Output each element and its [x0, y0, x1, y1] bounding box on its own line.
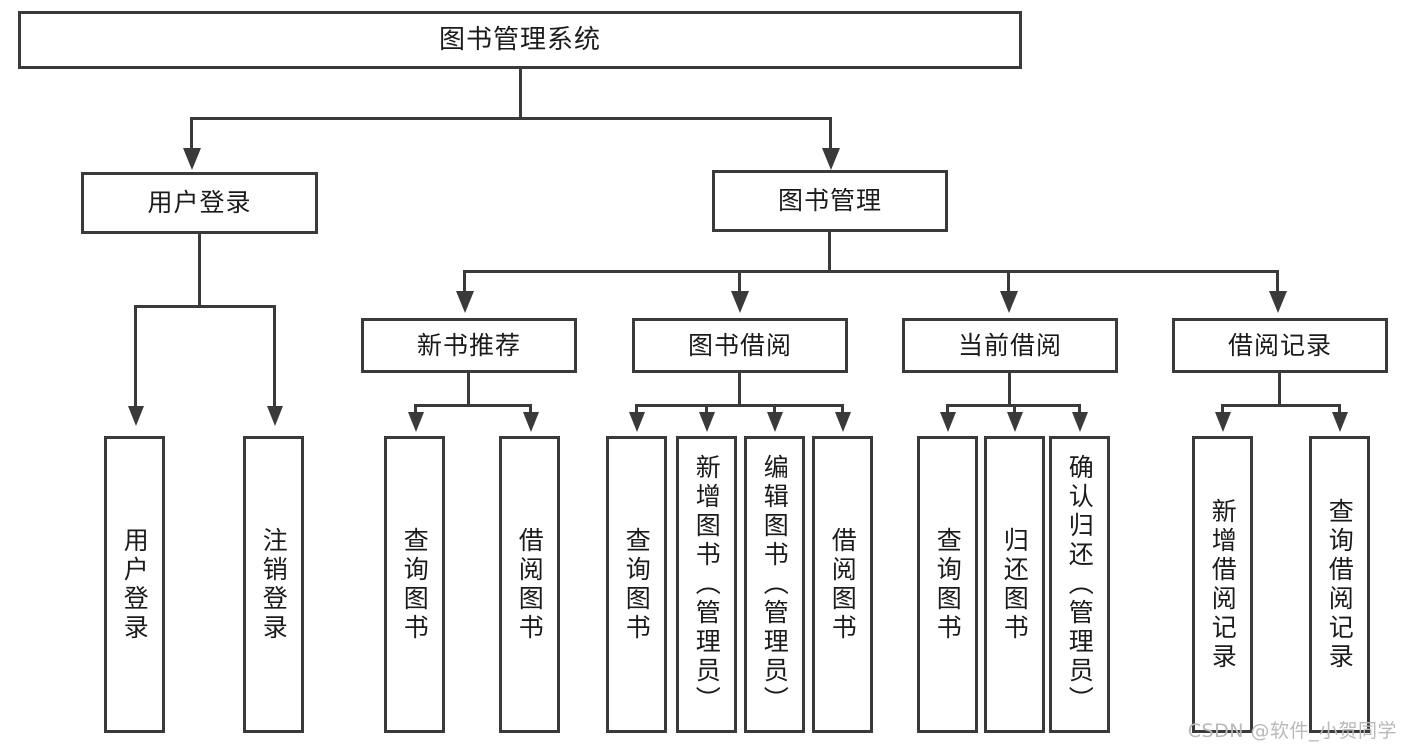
connector-new-book-rec-stem	[467, 373, 470, 406]
node-leaf-query-book-3[interactable]: 查询图书	[917, 436, 978, 733]
arrow-to-book-manage	[822, 148, 840, 170]
connector-drop-leaf-user-login	[134, 305, 137, 409]
node-label: 借阅图书	[515, 526, 545, 643]
arrow-to-query-book-3	[940, 412, 956, 432]
connector-drop-add-book	[705, 404, 708, 416]
connector-drop-return-book	[1013, 404, 1016, 416]
node-label: 查询图书	[933, 526, 963, 643]
arrow-to-borrow-record	[1269, 291, 1287, 313]
connector-drop-query-book-1	[414, 404, 417, 416]
arrow-to-add-book	[699, 412, 715, 432]
arrow-to-edit-book	[767, 412, 783, 432]
arrow-to-leaf-user-login	[128, 406, 144, 426]
node-label: 归还图书	[1000, 526, 1030, 643]
connector-user-login-stem	[198, 234, 201, 307]
connector-root-stem	[519, 69, 522, 117]
node-label: 确认归还（管理员）	[1065, 454, 1095, 715]
node-leaf-borrow-book-2[interactable]: 借阅图书	[812, 436, 873, 733]
node-label: 图书管理系统	[438, 24, 601, 55]
connector-drop-query-book-3	[946, 404, 949, 416]
node-label: 编辑图书（管理员）	[760, 454, 790, 715]
connector-drop-edit-book	[773, 404, 776, 416]
arrow-to-new-book-rec	[456, 291, 474, 313]
node-leaf-add-book[interactable]: 新增图书（管理员）	[676, 436, 737, 733]
node-root-system[interactable]: 图书管理系统	[18, 11, 1022, 69]
connector-drop-query-record	[1338, 404, 1341, 416]
node-leaf-return-book[interactable]: 归还图书	[984, 436, 1045, 733]
arrow-to-query-book-2	[629, 412, 645, 432]
node-label: 图书借阅	[687, 330, 792, 360]
connector-drop-add-record	[1221, 404, 1224, 416]
node-label: 图书管理	[777, 186, 882, 216]
connector-book-borrow-stem	[738, 373, 741, 406]
node-label: 查询图书	[400, 526, 430, 643]
connector-book-manage-stem	[828, 232, 831, 272]
connector-drop-current-borrow	[1007, 270, 1010, 294]
connector-drop-leaf-user-logout	[273, 305, 276, 409]
node-label: 新增借阅记录	[1208, 497, 1238, 672]
connector-drop-book-manage	[829, 117, 832, 151]
connector-drop-book-borrow	[738, 270, 741, 294]
node-label: 借阅图书	[828, 526, 858, 643]
arrow-to-add-record	[1215, 412, 1231, 432]
arrow-to-return-book	[1007, 412, 1023, 432]
node-leaf-borrow-book-1[interactable]: 借阅图书	[499, 436, 560, 733]
node-leaf-user-login[interactable]: 用户登录	[104, 436, 165, 733]
node-leaf-query-book-1[interactable]: 查询图书	[384, 436, 445, 733]
arrow-to-current-borrow	[1000, 291, 1018, 313]
node-label: 新书推荐	[416, 330, 521, 360]
arrow-to-borrow-book-2	[835, 412, 851, 432]
connector-drop-new-book-rec	[463, 270, 466, 294]
node-new-book-rec[interactable]: 新书推荐	[361, 318, 577, 373]
node-label: 用户登录	[120, 526, 150, 643]
node-user-login[interactable]: 用户登录	[81, 172, 318, 234]
node-label: 注销登录	[259, 526, 289, 643]
node-leaf-user-logout[interactable]: 注销登录	[243, 436, 304, 733]
node-label: 用户登录	[147, 188, 252, 218]
node-label: 查询借阅记录	[1325, 497, 1355, 672]
arrow-to-confirm-return	[1072, 412, 1088, 432]
node-label: 当前借阅	[957, 330, 1062, 360]
arrow-to-borrow-book-1	[523, 412, 539, 432]
node-label: 新增图书（管理员）	[692, 454, 722, 715]
connector-drop-borrow-record	[1276, 270, 1279, 294]
node-label: 查询图书	[622, 526, 652, 643]
node-current-borrow[interactable]: 当前借阅	[902, 318, 1118, 373]
node-leaf-query-record[interactable]: 查询借阅记录	[1309, 436, 1370, 733]
connector-drop-borrow-book-2	[841, 404, 844, 416]
connector-new-book-rec-bus	[414, 404, 532, 407]
connector-drop-confirm-return	[1078, 404, 1081, 416]
connector-drop-borrow-book-1	[529, 404, 532, 416]
node-leaf-query-book-2[interactable]: 查询图书	[606, 436, 667, 733]
connector-user-login-bus	[134, 305, 276, 308]
connector-drop-user-login	[190, 117, 193, 151]
arrow-to-book-borrow	[731, 291, 749, 313]
node-book-borrow[interactable]: 图书借阅	[632, 318, 848, 373]
connector-borrow-record-bus	[1221, 404, 1341, 407]
connector-current-borrow-stem	[1008, 373, 1011, 406]
node-leaf-edit-book[interactable]: 编辑图书（管理员）	[744, 436, 805, 733]
node-leaf-add-record[interactable]: 新增借阅记录	[1192, 436, 1253, 733]
node-leaf-confirm-return[interactable]: 确认归还（管理员）	[1049, 436, 1110, 733]
node-borrow-record[interactable]: 借阅记录	[1172, 318, 1388, 373]
connector-drop-query-book-2	[635, 404, 638, 416]
arrow-to-query-book-1	[408, 412, 424, 432]
arrow-to-query-record	[1332, 412, 1348, 432]
connector-book-borrow-bus	[635, 404, 843, 407]
arrow-to-leaf-user-logout	[267, 406, 283, 426]
arrow-to-user-login	[183, 148, 201, 170]
node-book-manage[interactable]: 图书管理	[712, 170, 948, 232]
connector-level3-bus	[463, 270, 1279, 273]
connector-borrow-record-stem	[1278, 373, 1281, 406]
csdn-watermark: CSDN @软件_小贺同学	[1187, 720, 1397, 742]
node-label: 借阅记录	[1227, 330, 1332, 360]
connector-level2-bus	[190, 117, 831, 120]
